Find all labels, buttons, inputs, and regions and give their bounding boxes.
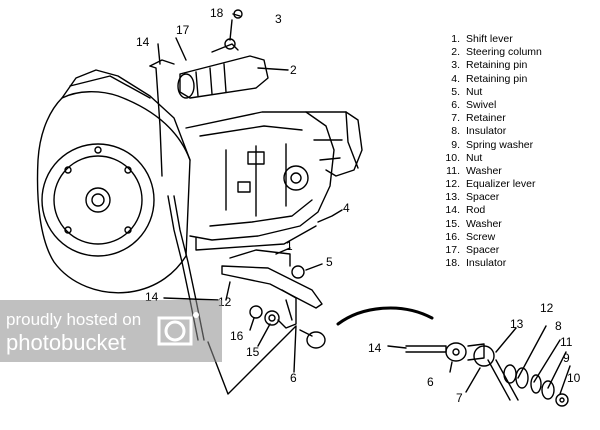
callout-12-right: 12 xyxy=(540,301,554,315)
bell-housing xyxy=(36,91,191,294)
legend-item: 18.Insulator xyxy=(445,257,507,270)
watermark-line-1: proudly hosted on xyxy=(6,310,142,329)
legend-item: 12.Equalizer lever xyxy=(445,178,536,191)
callout-18: 18 xyxy=(210,6,224,20)
legend-item: 14.Rod xyxy=(445,204,486,217)
callout-9: 9 xyxy=(563,351,570,365)
legend-item: 3.Retaining pin xyxy=(451,59,528,72)
callout-2: 2 xyxy=(290,63,297,77)
upper-rod xyxy=(149,65,163,177)
photobucket-watermark: proudly hosted on photobucket xyxy=(0,300,222,362)
callout-7: 7 xyxy=(456,391,463,405)
watermark-line-2: photobucket xyxy=(6,330,126,355)
callout-1: 1 xyxy=(286,239,293,253)
torque-converter xyxy=(41,143,155,257)
callout-3: 3 xyxy=(275,12,282,26)
callout-5: 5 xyxy=(326,255,333,269)
legend-item: 10.Nut xyxy=(445,151,483,164)
nut-5 xyxy=(291,265,305,279)
legend-item: 1.Shift lever xyxy=(451,33,513,45)
callout-15: 15 xyxy=(246,345,260,359)
callout-4: 4 xyxy=(343,201,350,215)
legend-item: 15.Washer xyxy=(445,217,502,230)
callout-10: 10 xyxy=(567,371,581,385)
callout-17: 17 xyxy=(176,23,190,37)
parts-legend: 1.Shift lever 2.Steering column 3.Retain… xyxy=(440,33,598,270)
legend-item: 6.Swivel xyxy=(451,98,497,111)
legend-item: 17.Spacer xyxy=(445,244,500,256)
callout-6-left: 6 xyxy=(290,371,297,385)
tail-housing xyxy=(305,111,363,177)
transmission-case xyxy=(185,111,335,241)
legend-item: 16.Screw xyxy=(445,230,496,243)
legend-item: 8.Insulator xyxy=(451,125,507,138)
oil-pan xyxy=(195,225,317,251)
legend-item: 11.Washer xyxy=(446,164,502,177)
washer-15 xyxy=(264,310,280,326)
callout-14-top: 14 xyxy=(136,35,150,49)
detail-arrow xyxy=(336,306,434,326)
camera-lens-icon xyxy=(157,312,199,346)
callout-6-right: 6 xyxy=(427,375,434,389)
callout-8: 8 xyxy=(555,319,562,333)
legend-item: 9.Spring washer xyxy=(451,138,534,151)
legend-item: 5.Nut xyxy=(451,85,483,98)
detail-rod xyxy=(405,345,447,353)
legend-item: 2.Steering column xyxy=(451,46,542,59)
steering-column xyxy=(179,55,269,99)
swivel-6 xyxy=(306,331,326,349)
legend-item: 4.Retaining pin xyxy=(451,72,528,85)
legend-item: 13.Spacer xyxy=(445,191,500,204)
callout-16: 16 xyxy=(230,329,244,343)
callout-11: 11 xyxy=(560,335,573,349)
screw-16 xyxy=(249,305,263,319)
callout-14-right: 14 xyxy=(368,341,382,355)
legend-item: 7.Retainer xyxy=(451,112,506,125)
callout-13: 13 xyxy=(510,317,524,331)
equalizer-lever xyxy=(221,265,323,309)
